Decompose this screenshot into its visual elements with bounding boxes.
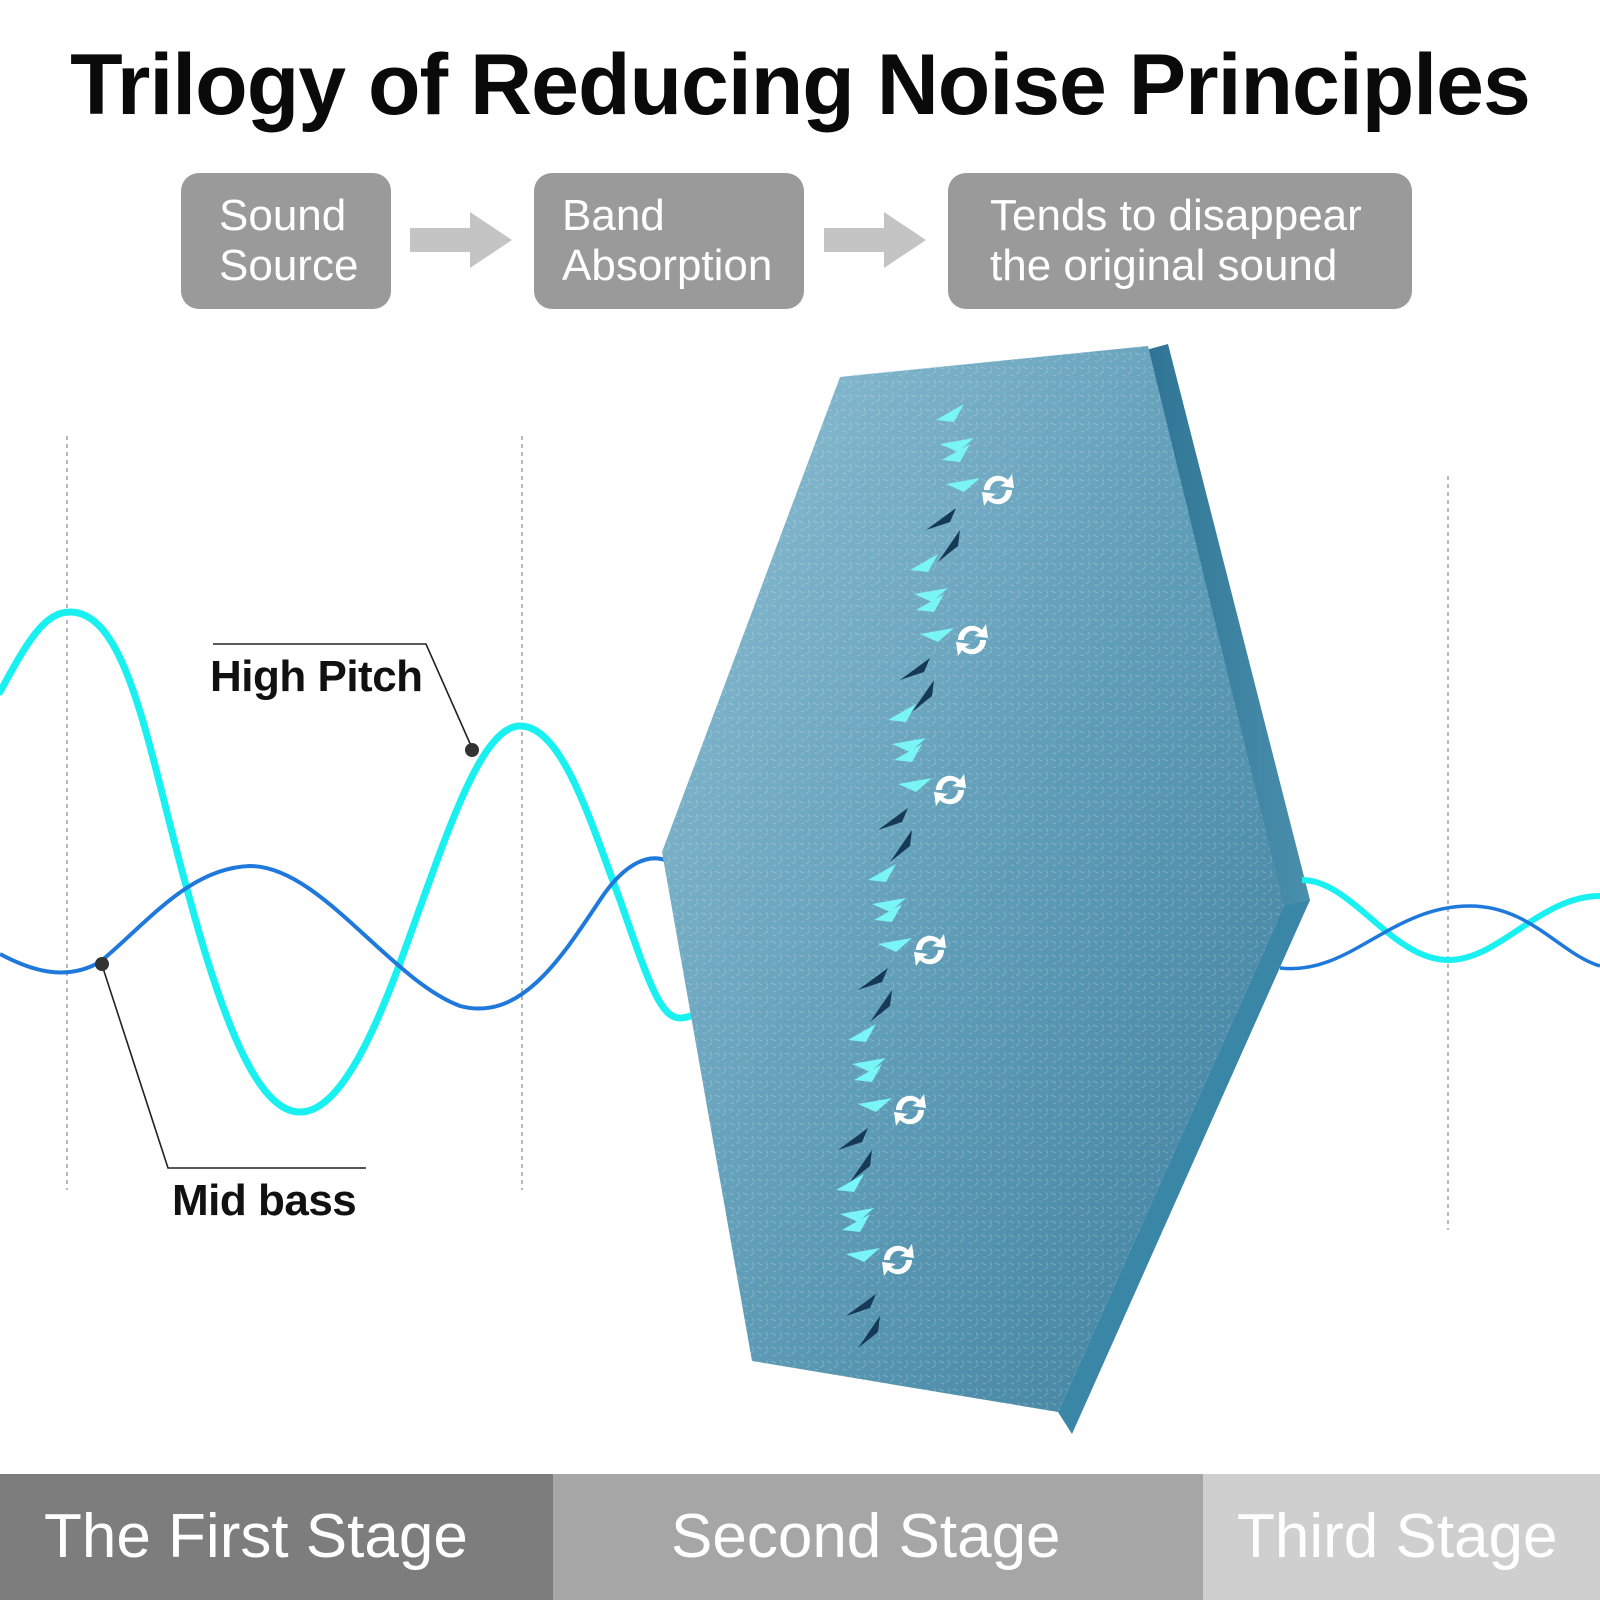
stage-second: Second Stage — [553, 1474, 1203, 1600]
absorption-marks — [836, 404, 1014, 1348]
flow-box-line2: Source — [219, 241, 359, 290]
acoustic-panel-edge — [1058, 900, 1310, 1434]
cyan-chevron-icon — [910, 554, 948, 602]
rotate-arrows-icon — [956, 624, 988, 656]
dark-arrow-icon — [838, 1128, 872, 1182]
flow-box-band-absorption: Band Absorption — [534, 173, 804, 309]
stage-first: The First Stage — [0, 1474, 553, 1600]
cyan-chevron-icon — [842, 1214, 880, 1262]
cyan-chevron-icon — [854, 1064, 892, 1112]
acoustic-panel-edge — [1146, 344, 1310, 952]
rotate-arrows-icon — [982, 474, 1014, 506]
dark-arrow-icon — [926, 508, 960, 562]
flow-box-line1: Band — [562, 191, 665, 240]
mid-bass-leader — [95, 957, 366, 1169]
rotate-arrows-icon — [882, 1244, 914, 1276]
cyan-chevron-icon — [888, 704, 926, 752]
cyan-chevron-icon — [916, 594, 954, 642]
cyan-chevron-icon — [936, 404, 974, 452]
rotate-arrows-icon — [914, 934, 946, 966]
right-arrow-icon — [410, 212, 512, 268]
cyan-chevron-icon — [894, 744, 932, 792]
flow-box-line1: Tends to disappear — [990, 191, 1362, 240]
flow-box-sound-source: Sound Source — [181, 173, 391, 309]
cyan-chevron-icon — [942, 444, 980, 492]
mid-bass-label: Mid bass — [172, 1176, 357, 1225]
cyan-chevron-icon — [874, 904, 912, 952]
flow-box-line2: Absorption — [562, 241, 773, 290]
mid-bass-wave-reduced — [1279, 904, 1600, 971]
dark-arrow-icon — [900, 658, 934, 712]
stage-bar: The First Stage Second Stage Third Stage — [0, 1474, 1600, 1600]
acoustic-panel-texture — [662, 346, 1284, 1412]
high-pitch-wave-reduced — [1301, 877, 1600, 964]
dark-arrow-icon — [878, 808, 912, 862]
high-pitch-label: High Pitch — [210, 652, 423, 701]
flow-box-disappear: Tends to disappear the original sound — [948, 173, 1412, 309]
cyan-chevron-icon — [868, 864, 906, 912]
page-title: Trilogy of Reducing Noise Principles — [70, 37, 1531, 133]
rotate-arrows-icon — [894, 1094, 926, 1126]
high-pitch-leader — [213, 643, 479, 757]
noise-reduction-illustration — [0, 344, 1600, 1434]
dark-arrow-icon — [846, 1294, 880, 1348]
stage-third: Third Stage — [1203, 1474, 1600, 1600]
flow-box-line1: Sound — [219, 191, 347, 240]
dark-arrow-icon — [858, 968, 892, 1022]
rotate-arrows-icon — [934, 774, 966, 806]
right-arrow-icon — [824, 212, 926, 268]
flow-box-line2: the original sound — [990, 241, 1338, 290]
cyan-chevron-icon — [836, 1174, 874, 1222]
cyan-chevron-icon — [848, 1024, 886, 1072]
